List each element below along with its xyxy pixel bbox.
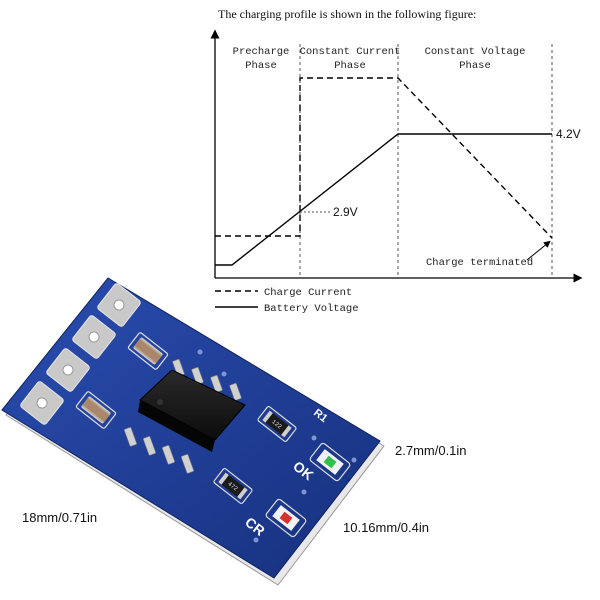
pad-hole-3 <box>62 364 74 376</box>
pin-pads <box>20 283 141 425</box>
led-ok <box>309 442 351 482</box>
ic-pins <box>124 359 242 474</box>
pad-hole-2 <box>88 331 100 343</box>
phase-label-precharge-sub: Phase <box>245 60 277 72</box>
resistor-bottom: 472 <box>213 468 253 504</box>
phase-label-cc: Constant Current <box>300 46 401 58</box>
pcb-module: 122 472 OK CR R1 <box>1 277 385 586</box>
capacitor-bottom <box>75 391 117 429</box>
ic-pin1-dot <box>157 399 163 405</box>
phase-label-cc-sub: Phase <box>334 60 366 72</box>
threshold-label: 2.9V <box>333 205 358 219</box>
charging-profile-chart: The charging profile is shown in the fol… <box>210 7 583 315</box>
led-cr <box>265 498 307 538</box>
terminated-label: Charge terminated <box>426 257 533 269</box>
figure-caption: The charging profile is shown in the fol… <box>218 7 476 21</box>
phase-label-cv-sub: Phase <box>459 60 491 72</box>
resistor-top: 122 <box>257 406 297 442</box>
capacitor-top <box>127 332 169 370</box>
pad-hole-4 <box>36 397 48 409</box>
phase-label-cv: Constant Voltage <box>425 46 526 58</box>
charger-ic-side <box>138 400 215 452</box>
dimension-width: 10.16mm/0.4in <box>343 520 429 535</box>
charge-current-curve <box>215 77 553 239</box>
dimension-length: 18mm/0.71in <box>22 510 97 525</box>
phase-label-precharge: Precharge <box>233 46 290 58</box>
vias <box>197 349 357 543</box>
dimension-thickness: 2.7mm/0.1in <box>395 443 467 458</box>
terminated-arrow <box>526 240 551 261</box>
legend-current-label: Charge Current <box>264 287 352 299</box>
battery-voltage-curve <box>215 133 552 266</box>
pad-hole-1 <box>113 299 125 311</box>
legend-voltage-label: Battery Voltage <box>264 303 359 315</box>
charger-ic <box>139 369 246 441</box>
full-voltage-label: 4.2V <box>556 127 581 141</box>
